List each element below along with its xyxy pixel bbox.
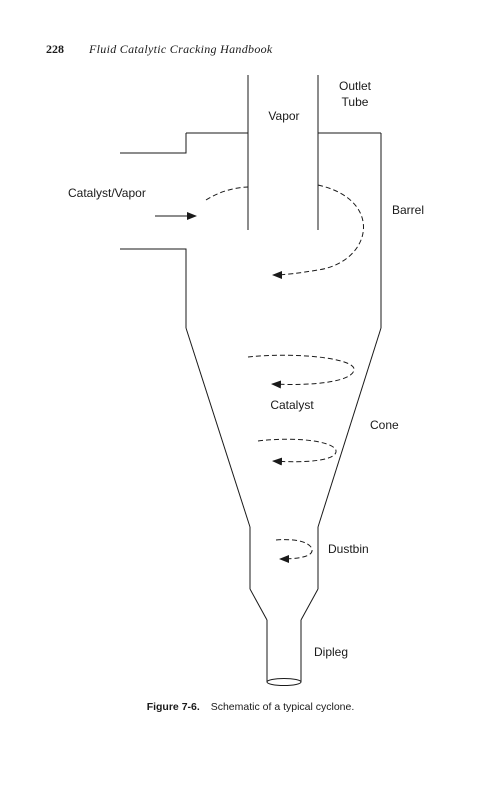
- dipleg-outlet: [266, 678, 302, 686]
- figure-number: Figure 7-6.: [146, 701, 200, 713]
- outlet-tube-label-line2: Tube: [342, 95, 369, 109]
- page-header: 228 Fluid Catalytic Cracking Handbook: [46, 42, 273, 57]
- cone-left-wall: [185, 327, 251, 528]
- outlet-tube-label-line1: Outlet: [339, 79, 372, 93]
- dipleg-taper-right: [300, 588, 319, 621]
- catalyst-label: Catalyst: [270, 398, 314, 412]
- dipleg-taper-left: [249, 588, 268, 621]
- barrel-vortex-front: [205, 186, 249, 201]
- cone-label: Cone: [370, 418, 399, 432]
- inlet-duct-bottom: [120, 248, 187, 328]
- inlet-duct-top: [120, 133, 187, 154]
- inlet-label: Catalyst/Vapor: [68, 186, 146, 200]
- dustbin-label: Dustbin: [328, 542, 369, 556]
- cone-vortex-upper: [247, 354, 355, 389]
- cone-vortex-lower: [257, 438, 337, 466]
- barrel-label: Barrel: [392, 203, 424, 217]
- figure-caption: Figure 7-6. Schematic of a typical cyclo…: [0, 701, 501, 713]
- caption-text: Schematic of a typical cyclone.: [210, 701, 355, 713]
- page-number: 228: [46, 42, 64, 56]
- dustbin-vortex: [275, 539, 313, 563]
- vapor-label: Vapor: [268, 109, 299, 123]
- barrel-vortex: [272, 184, 364, 279]
- book-title: Fluid Catalytic Cracking Handbook: [89, 42, 273, 56]
- dipleg-label: Dipleg: [314, 645, 348, 659]
- cone-right-wall: [317, 327, 382, 528]
